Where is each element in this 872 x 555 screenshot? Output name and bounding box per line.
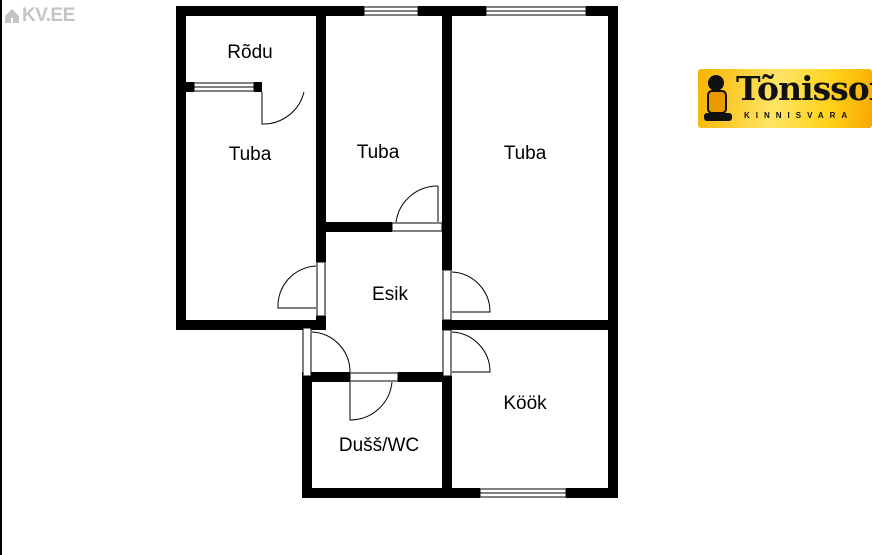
brand-subtitle: KINNISVARA: [744, 111, 854, 120]
page-edge: [0, 0, 2, 555]
brand-name: Tõnisson: [736, 69, 872, 108]
room-label-tuba-right: Tuba: [504, 143, 547, 164]
mascot-icon: [704, 75, 732, 121]
room-label-rodu: Rõdu: [227, 42, 272, 63]
kv-ee-watermark: KV.EE: [4, 5, 75, 27]
kv-ee-text: KV.EE: [22, 5, 75, 26]
walls: [176, 6, 618, 498]
tonisson-logo: Tõnisson KINNISVARA: [698, 69, 872, 128]
house-icon: [5, 9, 19, 23]
room-label-esik: Esik: [372, 284, 408, 305]
door-swings: [261, 91, 491, 421]
room-label-tuba-left: Tuba: [229, 144, 272, 165]
windows: [193, 6, 587, 498]
room-label-tuba-middle: Tuba: [357, 142, 400, 163]
room-label-kook: Köök: [503, 393, 547, 414]
room-label-dush-wc: Dušš/WC: [339, 435, 419, 456]
